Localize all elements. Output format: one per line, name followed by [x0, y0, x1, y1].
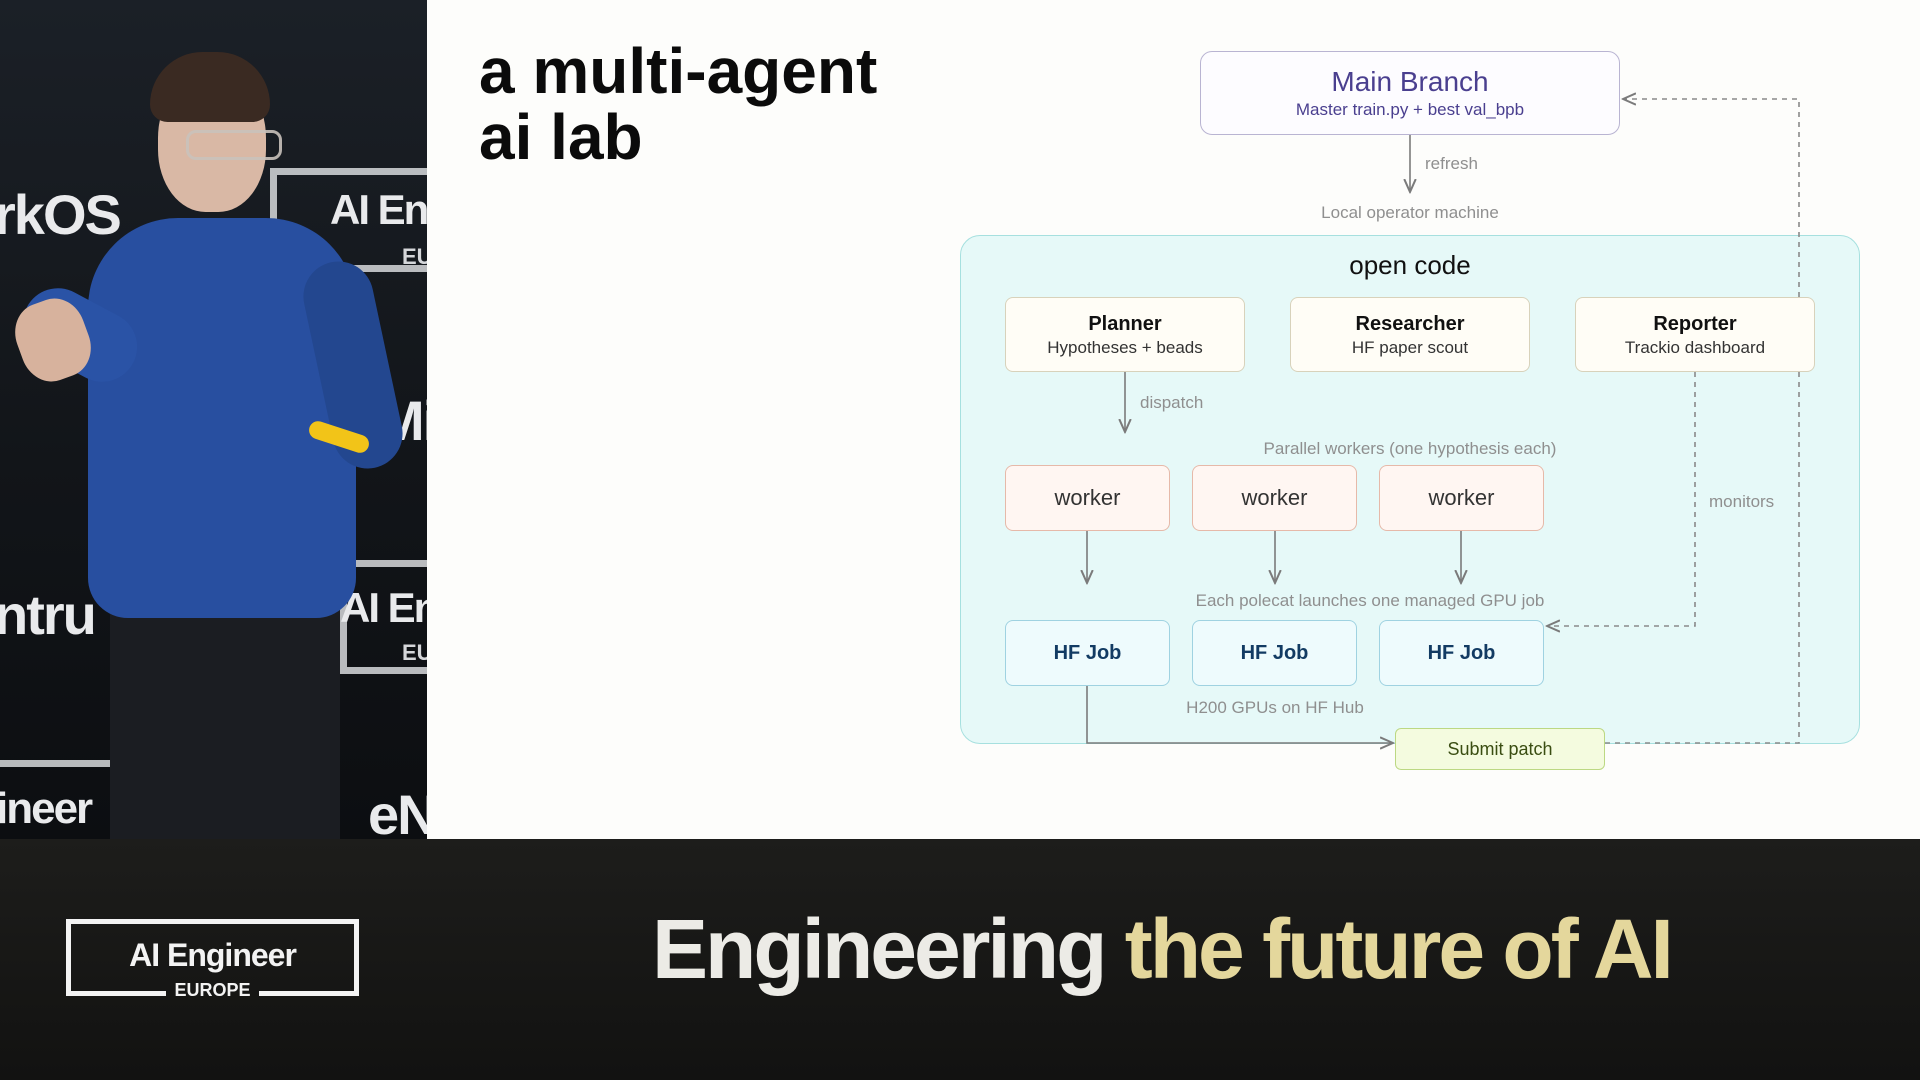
- tagline: Engineering the future of AI: [652, 901, 1674, 998]
- researcher-node: Researcher HF paper scout: [1290, 297, 1530, 372]
- agent-subtitle: Trackio dashboard: [1624, 337, 1766, 357]
- logo-subtitle: EUROPE: [174, 980, 251, 1000]
- refresh-label: refresh: [1425, 154, 1478, 173]
- speaker-video: rkOS AI En Mi ntru AI En ineer eN EU EU: [0, 0, 427, 839]
- backdrop-text: eN: [368, 783, 427, 839]
- agent-subtitle: HF paper scout: [1351, 337, 1469, 357]
- submit-to-main-arrow: [1605, 99, 1800, 744]
- backdrop-text: AI En: [330, 186, 427, 233]
- speaker-glasses: [186, 130, 282, 160]
- worker-node: worker: [1379, 465, 1544, 531]
- agent-title: Reporter: [1653, 312, 1737, 335]
- speaker-legs: [110, 600, 340, 839]
- monitors-label: monitors: [1709, 492, 1775, 511]
- slide: a multi-agent ai lab open code Main Bran…: [427, 0, 1920, 839]
- backdrop-text: ineer: [0, 784, 93, 833]
- logo-frame: [66, 919, 359, 996]
- main-branch-node: Main Branch Master train.py + best val_b…: [1200, 51, 1620, 135]
- backdrop-text: rkOS: [0, 183, 122, 246]
- backdrop-text: ntru: [0, 583, 97, 646]
- polecat-label: Each polecat launches one managed GPU jo…: [1195, 591, 1545, 610]
- region-title: open code: [1349, 250, 1471, 280]
- hf-job-node: HF Job: [1379, 620, 1544, 686]
- diagram-connectors: [427, 0, 1800, 839]
- worker-node: worker: [1192, 465, 1357, 531]
- parallel-workers-label: Parallel workers (one hypothesis each): [1263, 439, 1557, 458]
- logo-title: AI Engineer: [129, 937, 297, 973]
- logo-frame-edge: [66, 991, 166, 996]
- worker-node: worker: [1005, 465, 1170, 531]
- monitors-arrow: [1547, 372, 1696, 626]
- submit-patch-node: Submit patch: [1395, 728, 1605, 770]
- backdrop-panel: [340, 560, 427, 674]
- event-banner: AI Engineer EUROPE Engineering the futur…: [0, 839, 1920, 1080]
- logo-frame-edge: [259, 991, 359, 996]
- tagline-part2: the future of AI: [1124, 902, 1674, 996]
- hf-job-node: HF Job: [1005, 620, 1170, 686]
- dispatch-label: dispatch: [1140, 393, 1204, 412]
- slide-title-line1: a multi-agent: [479, 35, 878, 107]
- planner-node: Planner Hypotheses + beads: [1005, 297, 1245, 372]
- gpu-label: H200 GPUs on HF Hub: [1186, 698, 1364, 717]
- backdrop-text: EU: [402, 244, 427, 269]
- slide-title-line2: ai lab: [479, 101, 643, 173]
- reporter-node: Reporter Trackio dashboard: [1575, 297, 1815, 372]
- tagline-part1: Engineering: [652, 902, 1107, 996]
- agent-title: Researcher: [1355, 312, 1465, 335]
- agent-title: Planner: [1088, 312, 1162, 335]
- hf-job-node: HF Job: [1192, 620, 1357, 686]
- main-branch-title: Main Branch: [1331, 66, 1489, 97]
- agent-subtitle: Hypotheses + beads: [1047, 337, 1203, 357]
- speaker-hair: [150, 52, 270, 122]
- local-machine-label: Local operator machine: [1321, 203, 1499, 222]
- hfjob-to-submit-arrow: [1086, 686, 1393, 743]
- backdrop-text: AI En: [340, 584, 427, 631]
- slide-title: a multi-agent ai lab: [479, 38, 877, 170]
- main-branch-subtitle: Master train.py + best val_bpb: [1295, 100, 1525, 119]
- backdrop-text: EU: [402, 640, 427, 665]
